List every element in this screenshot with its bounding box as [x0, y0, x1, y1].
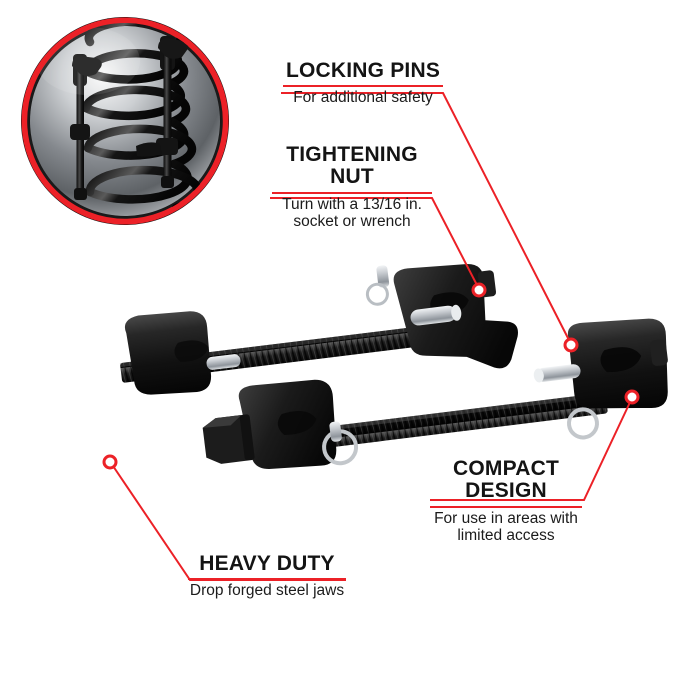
callout-compact-design-heading: COMPACT DESIGN: [452, 457, 559, 503]
ring-clip-upper: [365, 282, 389, 306]
coil-spring-inset-photo: [21, 17, 229, 225]
left-jaw-lower: [202, 379, 359, 470]
locking-pin-lower-right: [533, 364, 581, 383]
inset-red-ring: [21, 17, 229, 225]
callout-compact-design: COMPACT DESIGN For use in areas with lim…: [430, 457, 582, 545]
hex-nut-upper: [477, 270, 497, 298]
callout-heavy-duty-subtitle: Drop forged steel jaws: [189, 582, 345, 600]
callout-tightening-nut-rule: [272, 191, 432, 194]
callout-heavy-duty: HEAVY DUTY Drop forged steel jaws: [188, 552, 346, 600]
callout-tightening-nut-heading: TIGHTENING NUT: [286, 143, 418, 189]
callout-tightening-nut-subtitle: Turn with a 13/16 in. socket or wrench: [282, 195, 422, 231]
inset-compressor-left: [70, 54, 102, 200]
spring-compressor-tools-photo: [119, 264, 668, 470]
callout-locking-pins-subtitle: For additional safety: [293, 89, 433, 107]
callout-heavy-duty-rule: [188, 578, 346, 581]
callout-compact-design-rule: [430, 505, 582, 508]
callout-locking-pins: LOCKING PINS For additional safety: [283, 59, 443, 107]
locking-pin-upper-left: [206, 354, 241, 370]
right-jaw-upper: [365, 264, 518, 369]
callout-compact-design-subtitle: For use in areas with limited access: [434, 509, 578, 545]
callout-locking-pins-heading: LOCKING PINS: [285, 59, 441, 82]
end-boss-lower: [649, 339, 668, 366]
callout-heavy-duty-heading: HEAVY DUTY: [199, 552, 335, 575]
inset-photo-content: [36, 23, 203, 213]
hex-nut-lower: [202, 414, 255, 464]
inset-compressor-right: [136, 36, 189, 188]
left-jaw-upper: [124, 311, 241, 395]
right-jaw-lower: [533, 318, 668, 440]
callout-locking-pins-rule: [283, 85, 443, 88]
callout-tightening-nut: TIGHTENING NUT Turn with a 13/16 in. soc…: [272, 143, 432, 231]
threaded-rod-lower: [307, 392, 608, 450]
pin-lower: [329, 421, 342, 442]
